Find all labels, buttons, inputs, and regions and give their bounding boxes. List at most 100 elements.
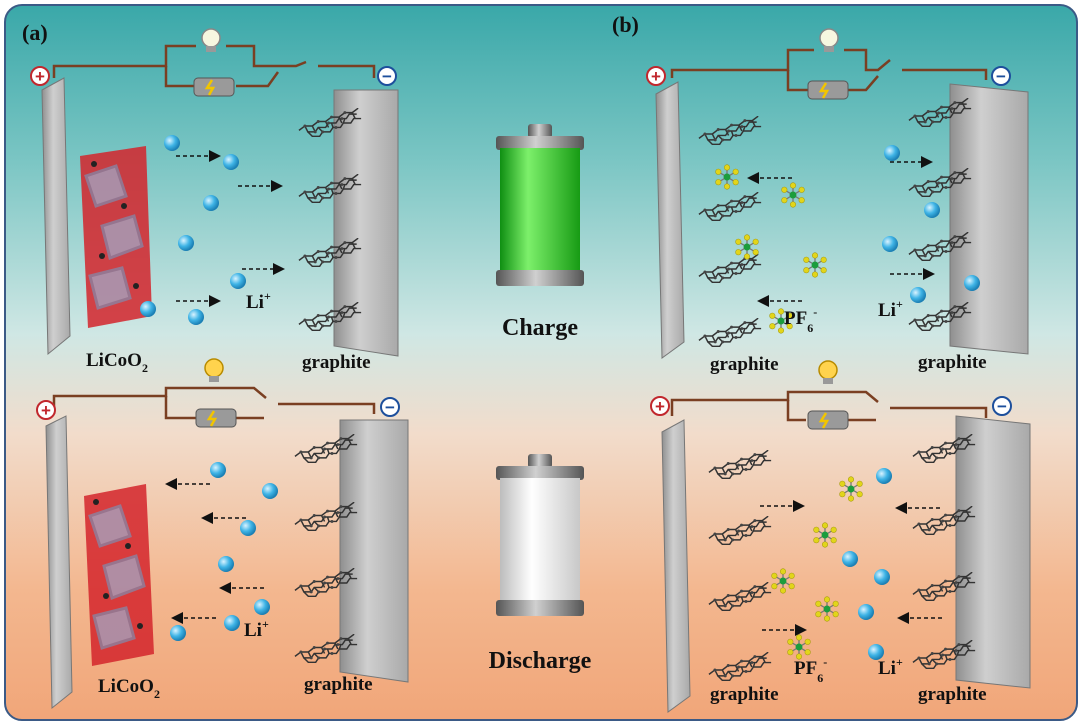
li-ion (164, 135, 180, 151)
li-ion (876, 468, 892, 484)
pf6-anion (838, 476, 864, 502)
cathode-plate (661, 419, 691, 713)
panel-b-discharge: + − (650, 360, 1031, 713)
li-ion (178, 235, 194, 251)
ion-flow-arrows (176, 150, 285, 307)
anode-plate (333, 89, 399, 357)
battery-diagram: (a) (b) + − (22, 12, 1031, 713)
graphite-sheet (698, 254, 762, 284)
anode-plate (955, 415, 1031, 689)
charged-battery-icon (496, 124, 584, 286)
pf6-anion (770, 568, 796, 594)
panel-a-charge: + − (30, 28, 399, 375)
power-source-icon (807, 80, 849, 100)
cathode-graphite-label: graphite (710, 354, 779, 375)
li-ions (170, 462, 278, 641)
li-ions (140, 135, 246, 325)
power-source-icon (193, 77, 235, 97)
li-ion (140, 301, 156, 317)
li-ions (882, 145, 980, 303)
svg-text:+: + (655, 397, 665, 416)
circuit-wire (670, 48, 988, 92)
negative-terminal-icon: − (991, 66, 1011, 86)
graphite-sheet (698, 318, 762, 348)
li-ion (262, 483, 278, 499)
ion-flow-arrows (760, 500, 942, 636)
graphite-sheet (708, 652, 772, 682)
li-ion (254, 599, 270, 615)
panel-b-label: (b) (612, 12, 639, 37)
negative-terminal-icon: − (377, 66, 397, 86)
charge-label: Charge (502, 315, 578, 341)
cathode-plate (41, 77, 71, 356)
light-bulb-icon (818, 360, 838, 384)
li-ion (858, 604, 874, 620)
li-ion (884, 145, 900, 161)
anode-label: graphite (302, 352, 371, 373)
anode-graphite-label: graphite (918, 684, 987, 705)
panel-a-label: (a) (22, 20, 48, 45)
cathode-plate (655, 81, 685, 359)
li-ion (874, 569, 890, 585)
li-ion (188, 309, 204, 325)
pf6-anion (802, 252, 828, 278)
circuit-wire (52, 386, 376, 420)
svg-text:+: + (651, 67, 661, 86)
graphite-sheet (708, 450, 772, 480)
anode-plate (339, 419, 409, 683)
anode-plate (949, 83, 1029, 355)
svg-text:−: − (996, 67, 1006, 86)
li-ion (218, 556, 234, 572)
positive-terminal-icon: + (30, 66, 50, 86)
positive-terminal-icon: + (650, 396, 670, 416)
pf6-anion (734, 234, 760, 260)
ion-flow-arrows (747, 156, 935, 307)
ion-flow-arrows (165, 478, 264, 624)
li-ion (842, 551, 858, 567)
light-bulb-icon (819, 28, 839, 52)
svg-text:−: − (385, 398, 395, 417)
positive-terminal-icon: + (646, 66, 666, 86)
li-ion-label: Li+ (246, 289, 271, 313)
power-source-icon (195, 408, 237, 428)
svg-text:−: − (997, 397, 1007, 416)
li-ion (203, 195, 219, 211)
svg-text:−: − (382, 67, 392, 86)
li-ion (224, 615, 240, 631)
pf6-anions (714, 164, 828, 334)
light-bulb-icon (201, 28, 221, 52)
positive-terminal-icon: + (36, 400, 56, 420)
li-ion (223, 154, 239, 170)
graphite-sheet (708, 582, 772, 612)
cathode-label: LiCoO2 (98, 676, 160, 701)
licoo2-crystal (84, 484, 154, 666)
graphite-sheet (698, 192, 762, 222)
negative-terminal-icon: − (380, 397, 400, 417)
graphite-sheet (698, 116, 762, 146)
cathode-label: LiCoO2 (86, 350, 148, 375)
power-source-icon (807, 410, 849, 430)
graphite-sheet (708, 516, 772, 546)
pf6-anions (770, 476, 864, 660)
svg-text:+: + (35, 67, 45, 86)
licoo2-crystal (80, 146, 152, 328)
pf6-anion (786, 634, 812, 660)
li-ion (924, 202, 940, 218)
diagram-frame: (a) (b) + − (4, 4, 1078, 721)
cathode-plate (45, 415, 73, 710)
li-ion-label: Li+ (878, 297, 903, 321)
li-ion (868, 644, 884, 660)
li-ions (842, 468, 892, 660)
li-ion (882, 236, 898, 252)
pf6-anion (812, 522, 838, 548)
panel-a-discharge: + − (36, 358, 409, 710)
li-ion-label: Li+ (878, 655, 903, 679)
pf6-label: PF6- (784, 305, 817, 335)
cathode-graphite-label: graphite (710, 684, 779, 705)
circuit-wire (670, 390, 988, 422)
li-ion (210, 462, 226, 478)
panel-b-charge: + − (646, 28, 1029, 375)
svg-text:+: + (41, 401, 51, 420)
light-bulb-icon (204, 358, 224, 382)
pf6-anion (780, 182, 806, 208)
